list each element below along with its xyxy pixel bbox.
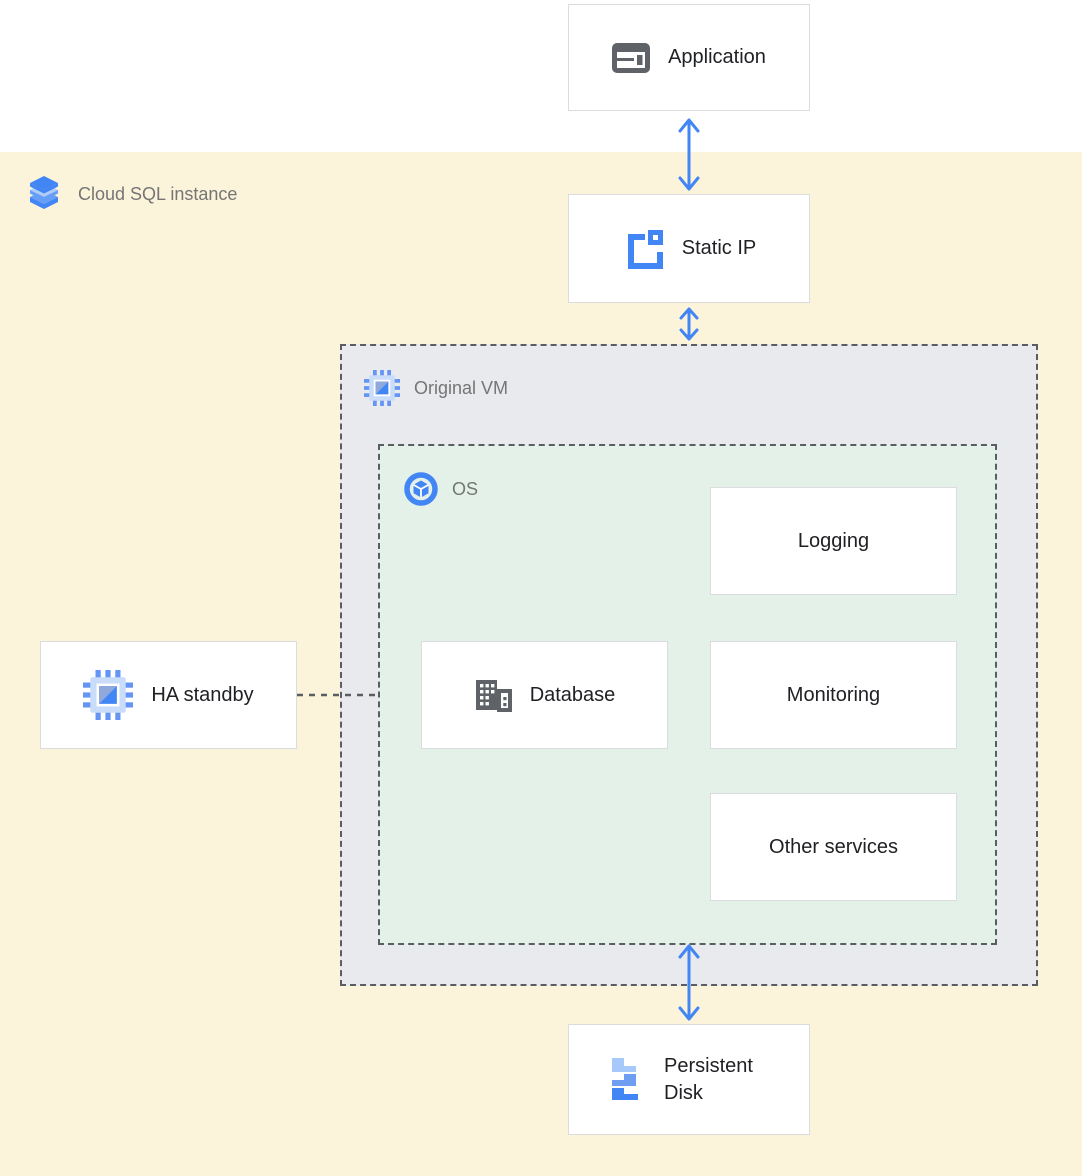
static-ip-node: Static IP (568, 194, 810, 303)
other-services-label: Other services (769, 835, 898, 858)
database-icon (474, 678, 512, 712)
cloud-sql-zone-label-text: Cloud SQL instance (78, 183, 238, 204)
ha-standby-node: HA standby (40, 641, 297, 749)
ha-standby-label: HA standby (151, 683, 254, 706)
arrow-staticip-vm (679, 307, 699, 341)
cloud-sql-icon (26, 175, 62, 213)
persistent-disk-label: Persistent Disk (664, 1054, 753, 1104)
static-ip-label: Static IP (681, 237, 757, 259)
logging-label: Logging (797, 529, 870, 552)
logging-node: Logging (710, 487, 957, 595)
database-label: Database (529, 683, 616, 706)
os-zone-label: OS (404, 472, 478, 506)
top-white-band (0, 0, 1082, 152)
cloud-sql-zone-label: Cloud SQL instance (26, 175, 237, 213)
original-vm-label-text: Original VM (414, 377, 509, 398)
compute-engine-icon (364, 370, 400, 406)
os-icon (404, 472, 438, 506)
static-ip-icon (622, 228, 664, 270)
other-services-node: Other services (710, 793, 957, 901)
application-icon (612, 42, 651, 73)
os-label-text: OS (452, 478, 479, 499)
database-node: Database (421, 641, 668, 749)
application-label: Application (668, 46, 766, 68)
monitoring-node: Monitoring (710, 641, 957, 749)
persistent-disk-node: Persistent Disk (568, 1024, 810, 1135)
compute-engine-icon (83, 670, 134, 720)
persistent-disk-icon (604, 1054, 644, 1106)
original-vm-zone-label: Original VM (364, 370, 508, 406)
application-node: Application (568, 4, 810, 111)
monitoring-label: Monitoring (786, 683, 881, 706)
